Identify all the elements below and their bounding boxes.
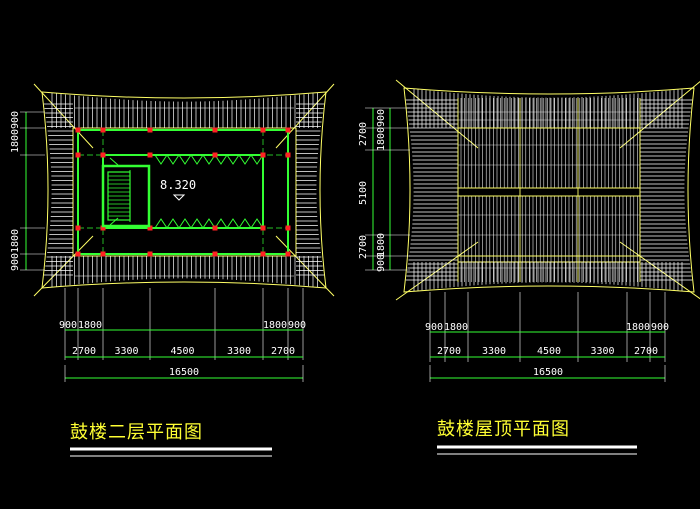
dim-text: 4500: [537, 346, 561, 357]
dim-text: 1800: [10, 129, 21, 153]
railing-mark: [109, 217, 119, 226]
column-mark: [75, 127, 81, 133]
left-plan-title: 鼓楼二层平面图: [70, 422, 203, 443]
column-mark: [75, 152, 81, 158]
railing-zigzag: [154, 218, 264, 229]
column-mark: [260, 225, 266, 231]
dim-text: 900: [376, 109, 387, 127]
dim-text: 3300: [114, 346, 138, 357]
dim-text: 1800: [10, 229, 21, 253]
outer-wall: [77, 129, 289, 255]
railing-mark: [109, 157, 119, 166]
dim-text: 900: [288, 320, 306, 331]
column-mark: [147, 127, 153, 133]
column-mark: [285, 225, 291, 231]
dim-text: 900: [425, 322, 443, 333]
column-mark: [147, 251, 153, 257]
dim-text: 2700: [634, 346, 658, 357]
column-mark: [285, 127, 291, 133]
dim-text: 2700: [72, 346, 96, 357]
dim-text: 900: [10, 253, 21, 271]
column-mark: [75, 225, 81, 231]
eave-outline: [403, 87, 695, 293]
left-staircase: [101, 164, 151, 228]
dim-text: 3300: [590, 346, 614, 357]
dim-text: 1800: [626, 322, 650, 333]
column-mark: [147, 152, 153, 158]
stair-well: [101, 164, 151, 228]
dim-text: 1800: [376, 233, 387, 257]
column-mark: [100, 127, 106, 133]
dim-text: 1800: [376, 127, 387, 151]
column-mark: [100, 225, 106, 231]
elevation-marker-icon: [172, 194, 186, 201]
hip-line: [33, 83, 94, 149]
dim-text: 3300: [482, 346, 506, 357]
dim-text: 2700: [437, 346, 461, 357]
column-mark: [260, 152, 266, 158]
dim-text: 1800: [444, 322, 468, 333]
column-mark: [212, 251, 218, 257]
column-mark: [75, 251, 81, 257]
main-ridge: [457, 187, 641, 197]
hip-line: [275, 83, 335, 149]
dim-text: 2700: [358, 235, 369, 259]
column-mark: [285, 251, 291, 257]
dim-text: 5100: [358, 181, 369, 205]
right-plan-title: 鼓楼屋顶平面图: [437, 419, 570, 440]
dim-text: 900: [10, 111, 21, 129]
column-mark: [212, 127, 218, 133]
column-mark: [212, 152, 218, 158]
left-columns: [75, 127, 291, 257]
dim-text: 900: [376, 254, 387, 272]
dim-text: 2700: [271, 346, 295, 357]
column-mark: [212, 225, 218, 231]
dim-text: 1800: [263, 320, 287, 331]
dim-text: 2700: [358, 122, 369, 146]
dim-text: 1800: [78, 320, 102, 331]
right-roof-tiles: [395, 79, 700, 301]
dim-text: 900: [59, 320, 77, 331]
column-mark: [285, 152, 291, 158]
column-mark: [147, 225, 153, 231]
column-mark: [260, 127, 266, 133]
dim-text: 3300: [227, 346, 251, 357]
railing-zigzag: [154, 154, 264, 165]
column-mark: [260, 251, 266, 257]
left-walls: [77, 129, 289, 255]
column-mark: [100, 152, 106, 158]
left-eave-rafters: [33, 83, 335, 297]
eave-inner-edge: [72, 127, 297, 257]
elevation-label: 8.320: [160, 178, 196, 192]
dim-text: 900: [651, 322, 669, 333]
dim-text: 16500: [169, 367, 199, 378]
dim-text: 16500: [533, 367, 563, 378]
column-mark: [100, 251, 106, 257]
dim-text: 4500: [170, 346, 194, 357]
